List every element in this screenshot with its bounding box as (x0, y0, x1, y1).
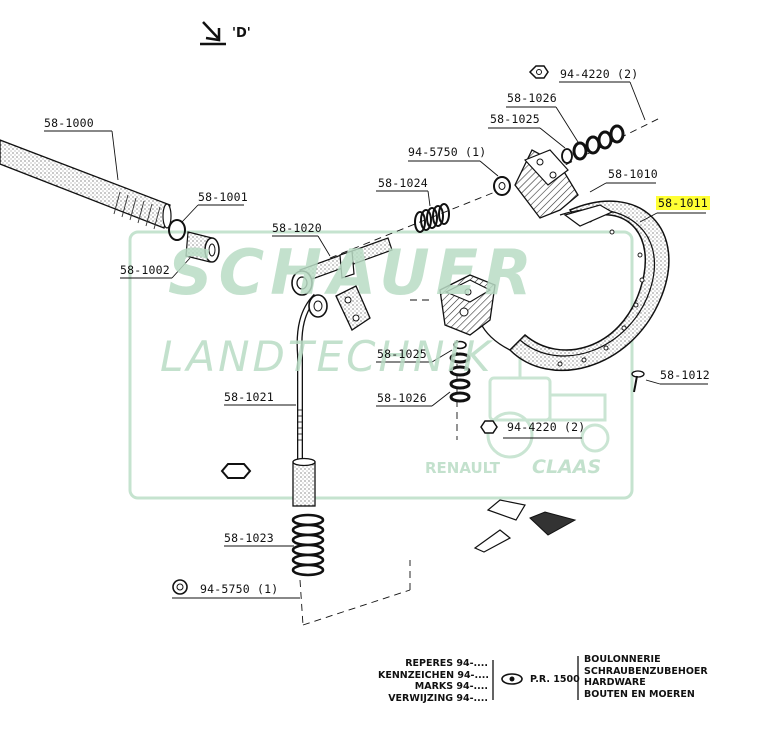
label-58-1024: 58-1024 (378, 176, 428, 190)
ring-58-1001 (168, 219, 186, 241)
legend-ref: P.R. 1500 (530, 674, 580, 685)
screw-58-1012 (631, 370, 645, 393)
tractor-watermark (486, 355, 610, 459)
link-plate (335, 285, 371, 331)
highlighted-part-label: 58-1011 (656, 196, 710, 210)
label-58-1021: 58-1021 (224, 390, 274, 404)
view-arrow-icon (200, 21, 226, 46)
legend-right-2: SCHRAUBENZUBEHOER (584, 665, 708, 677)
label-58-1001: 58-1001 (198, 190, 248, 204)
legend-left-2: KENNZEICHEN 94-.... (378, 669, 489, 681)
lower-washer-stack (449, 340, 471, 403)
legend-right-3: HARDWARE (584, 677, 646, 688)
legend-right-4: BOUTEN EN MOEREN (584, 688, 695, 700)
legend-left: REPERES 94-.... KENNZEICHEN 94-.... MARK… (378, 658, 489, 704)
label-58-1025-bottom: 58-1025 (377, 347, 427, 361)
label-58-1026-bottom: 58-1026 (377, 391, 427, 405)
legend-left-4: VERWIJZING 94-.... (388, 692, 488, 704)
label-58-1025-top: 58-1025 (490, 112, 540, 126)
legend-brackets (492, 656, 579, 700)
top-washer-stack (561, 124, 625, 164)
nut-94-4220-top-icon (528, 65, 549, 79)
hex-nut-icon (220, 463, 252, 479)
bracket-58-1010 (514, 149, 614, 227)
orientation-arrows-icon (473, 499, 577, 553)
eye-icon (501, 673, 523, 685)
lower-bracket (439, 274, 496, 336)
spring-58-1023 (291, 513, 325, 577)
label-58-1011: 58-1011 (656, 196, 710, 210)
shaft-58-1000 (0, 139, 172, 230)
view-marker-label: 'D' (232, 26, 251, 41)
label-58-1000: 58-1000 (44, 116, 94, 130)
legend-right-1: BOULONNERIE (584, 654, 661, 665)
brake-band-58-1011 (475, 200, 670, 372)
watermark-frame (128, 230, 634, 500)
bushing-58-1002 (185, 231, 220, 263)
label-94-4220-top: 94-4220 (2) (560, 67, 639, 81)
washer-94-5750-bottom-icon (172, 579, 188, 595)
legend-left-1: REPERES 94-.... (405, 658, 488, 669)
label-58-1012: 58-1012 (660, 368, 710, 382)
label-58-1020: 58-1020 (272, 221, 322, 235)
bolt-58-1020 (291, 237, 393, 296)
spring-58-1024 (414, 203, 450, 233)
label-58-1023: 58-1023 (224, 531, 274, 545)
washer-94-5750-top (493, 176, 511, 196)
label-58-1002: 58-1002 (120, 263, 170, 277)
legend-left-3: MARKS 94-.... (414, 681, 488, 692)
sleeve (292, 457, 316, 507)
nut-94-4220-bottom-icon (480, 420, 498, 434)
rod-58-1021 (296, 293, 328, 470)
label-94-5750-bottom: 94-5750 (1) (200, 582, 279, 596)
label-58-1026-top: 58-1026 (507, 91, 557, 105)
label-94-5750-top: 94-5750 (1) (408, 145, 487, 159)
label-58-1010: 58-1010 (608, 167, 658, 181)
legend-right: BOULONNERIE SCHRAUBENZUBEHOER HARDWARE B… (584, 654, 708, 700)
label-94-4220-bottom: 94-4220 (2) (507, 420, 586, 434)
